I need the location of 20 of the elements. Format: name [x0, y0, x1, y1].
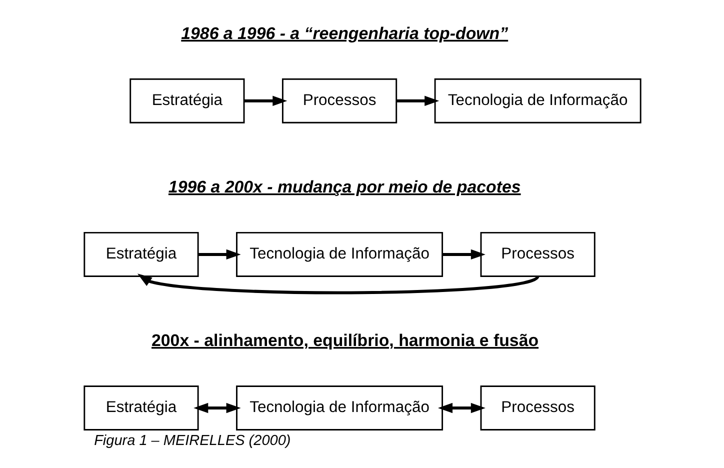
node-box: Estratégia — [83, 385, 198, 430]
caption: Figura 1 – MEIRELLES (2000) — [94, 432, 290, 449]
node-box: Estratégia — [129, 78, 244, 123]
label: 200x - alinhamento, equilíbrio, harmonia e fusão — [151, 330, 538, 350]
label: 1986 a 1996 - a “reengenharia top-down” — [180, 23, 508, 42]
node-box: Tecnologia de Informação — [236, 385, 443, 430]
node-box: Tecnologia de Informação — [434, 78, 641, 123]
node-box: Processos — [480, 231, 595, 276]
arrow — [442, 248, 485, 260]
arrow — [396, 95, 439, 106]
node-box: Tecnologia de Informação — [236, 231, 443, 276]
arrow — [198, 248, 240, 260]
arrow — [136, 273, 538, 294]
node-box: Processos — [281, 78, 397, 123]
node-box: Processos — [480, 385, 595, 430]
arrow — [437, 402, 485, 413]
node-box: Estratégia — [83, 231, 198, 276]
label: 1996 a 200x - mudança por meio de pacotes — [168, 176, 520, 196]
arrow — [193, 402, 240, 413]
arrow — [244, 95, 287, 106]
